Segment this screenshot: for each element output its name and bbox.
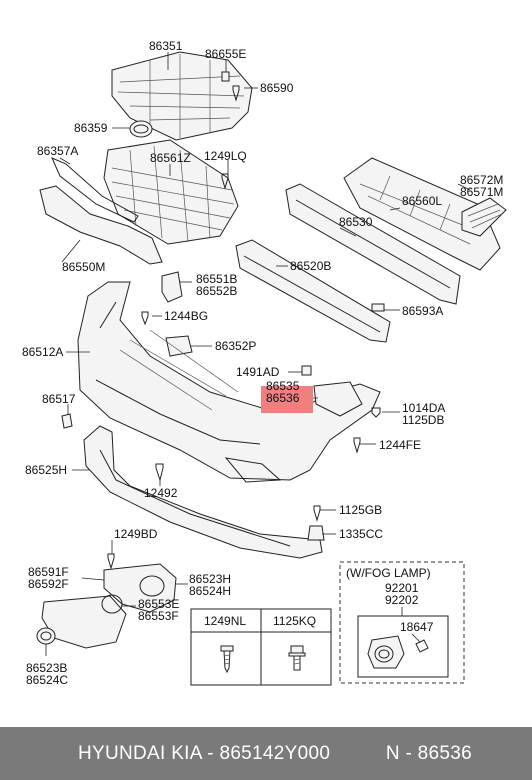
label-1125db: 1125DB [402, 413, 444, 427]
screw-1125gb [313, 505, 321, 522]
fog-lamp-box: (W/FOG LAMP) 92201 92202 18647 [339, 561, 465, 684]
label-86530: 86530 [339, 215, 373, 229]
back-beam [285, 183, 461, 305]
screw-1249bd [107, 553, 115, 570]
bracket-86551b [161, 271, 183, 303]
label-86524c: 86524C [26, 673, 68, 687]
screw-1244fe [353, 437, 361, 454]
fog-bulb-icon [411, 633, 429, 653]
tow-hook-cap [61, 413, 73, 429]
label-86655e: 86655E [205, 47, 246, 61]
bolt-1125kq-icon [288, 645, 306, 671]
grille-garnish [39, 185, 163, 265]
fog-lamp-housing [103, 563, 177, 613]
label-86512a: 86512A [22, 345, 63, 359]
side-bracket-86536 [313, 381, 363, 417]
fog-lamp-ring [101, 594, 123, 614]
fastener-table-col2: 1125KQ [273, 614, 316, 628]
label-86572m: 86572M [460, 173, 503, 187]
bumper-beam [235, 239, 391, 343]
screw-1244bg [141, 311, 149, 326]
label-1335cc: 1335CC [339, 527, 383, 541]
label-12492: 12492 [144, 486, 178, 500]
label-92201: 92201 [385, 581, 419, 595]
label-1244bg: 1244BG [164, 309, 208, 323]
label-86553f: 86553F [138, 609, 179, 623]
leader-lines [45, 52, 471, 656]
label-86551b: 86551B [196, 272, 237, 286]
clip-86593a [371, 303, 385, 312]
label-86592f: 86592F [28, 577, 69, 591]
label-86520b: 86520B [290, 259, 331, 273]
label-1125gb: 1125GB [339, 503, 382, 517]
fog-lamp-bezel [41, 595, 127, 649]
label-86535: 86535 [266, 379, 300, 393]
bracket-86352p [165, 335, 193, 357]
upper-grille-shield [111, 51, 253, 141]
label-86550m: 86550M [62, 260, 105, 274]
fastener-table: 1249NL 1125KQ [190, 608, 332, 686]
label-18647: 18647 [400, 620, 434, 634]
parts-diagram: 86351 86655E 86590 86359 86357A 86561Z 1… [22, 39, 507, 687]
label-86359: 86359 [74, 121, 108, 135]
label-86523b: 86523B [26, 661, 67, 675]
part-labels: 86351 86655E 86590 86359 86357A 86561Z 1… [22, 39, 503, 687]
label-1249bd: 1249BD [114, 527, 158, 541]
label-86571m: 86571M [460, 185, 503, 199]
screw-12492 [155, 463, 164, 482]
front-bumper-cover [77, 281, 381, 483]
label-1249lq: 1249LQ [204, 149, 247, 163]
label-86561z: 86561Z [150, 151, 191, 165]
fog-lamp-box-title: (W/FOG LAMP) [346, 566, 431, 580]
fog-cover-cap [36, 627, 56, 645]
label-86593a: 86593A [402, 304, 443, 318]
emblem [129, 120, 153, 138]
fastener-table-col1: 1249NL [204, 614, 246, 628]
bolt-1249nl-icon [220, 645, 234, 674]
label-86352p: 86352P [215, 339, 256, 353]
radiator-grille [103, 139, 239, 245]
label-86591f: 86591F [28, 565, 69, 579]
label-86553e: 86553E [138, 597, 179, 611]
label-86524h: 86524H [189, 584, 231, 598]
label-86523h: 86523H [189, 572, 231, 586]
footer-part-number: HYUNDAI KIA - 865142Y000 [78, 742, 331, 764]
part-number-footer: HYUNDAI KIA - 865142Y000 N - 86536 [0, 727, 532, 780]
footer-reference: N - 86536 [385, 742, 472, 764]
label-86536: 86536 [266, 391, 300, 405]
label-86552b: 86552B [196, 284, 237, 298]
label-1491ad: 1491AD [236, 365, 280, 379]
fog-lamp-icon [367, 635, 405, 669]
clip-1335cc [307, 525, 325, 541]
label-1014da: 1014DA [402, 401, 445, 415]
screw-86590 [232, 85, 240, 102]
bumper-absorber [343, 157, 501, 271]
label-86517: 86517 [42, 392, 76, 406]
highlight-86536 [261, 386, 313, 413]
label-1244fe: 1244FE [379, 438, 421, 452]
label-92202: 92202 [385, 593, 419, 607]
label-86357a: 86357A [37, 144, 78, 158]
clip-1491ad [301, 365, 312, 376]
absorber-bracket [461, 197, 507, 237]
label-86525h: 86525H [25, 463, 67, 477]
label-86590: 86590 [260, 81, 294, 95]
clip-86655e [221, 71, 230, 82]
screw-1014da [371, 407, 381, 418]
label-86351: 86351 [149, 39, 183, 53]
label-86560l: 86560L [402, 194, 442, 208]
screw-1249lq [221, 173, 229, 190]
